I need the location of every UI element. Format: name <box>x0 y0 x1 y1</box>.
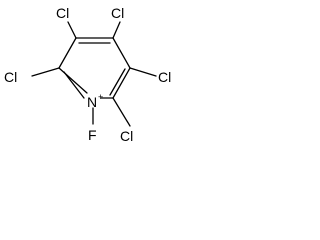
bond-c4-cl <box>112 21 121 39</box>
chlorine-atom-label: Cl <box>56 5 69 21</box>
positive-charge-label: + <box>98 92 103 102</box>
bond-c2-cl <box>31 67 60 77</box>
bond-n-c2-double <box>63 71 85 99</box>
chlorine-atom-label: Cl <box>158 69 171 85</box>
molecule-drawing: Cl Cl Cl Cl Cl N + F <box>4 5 171 144</box>
bond-c5-c6-double <box>109 68 126 96</box>
ring-bonds <box>58 37 131 99</box>
nitrogen-atom-label: N <box>87 94 97 110</box>
chlorine-atom-label: Cl <box>120 128 133 144</box>
chlorine-atom-label: Cl <box>111 5 124 21</box>
bond-c5-cl <box>129 67 157 77</box>
bond-c3-cl <box>67 21 77 39</box>
bond-c4-c5 <box>112 37 131 69</box>
substituent-bonds <box>31 21 157 127</box>
bond-c2-c3 <box>58 37 77 69</box>
bond-c6-cl <box>112 97 131 127</box>
bond-n-c2 <box>58 67 88 94</box>
fluorine-atom-label: F <box>88 127 97 143</box>
structure-diagram: Cl Cl Cl Cl Cl N + F <box>0 0 184 155</box>
bond-c5-c6 <box>112 67 131 99</box>
chlorine-atom-label: Cl <box>4 69 17 85</box>
